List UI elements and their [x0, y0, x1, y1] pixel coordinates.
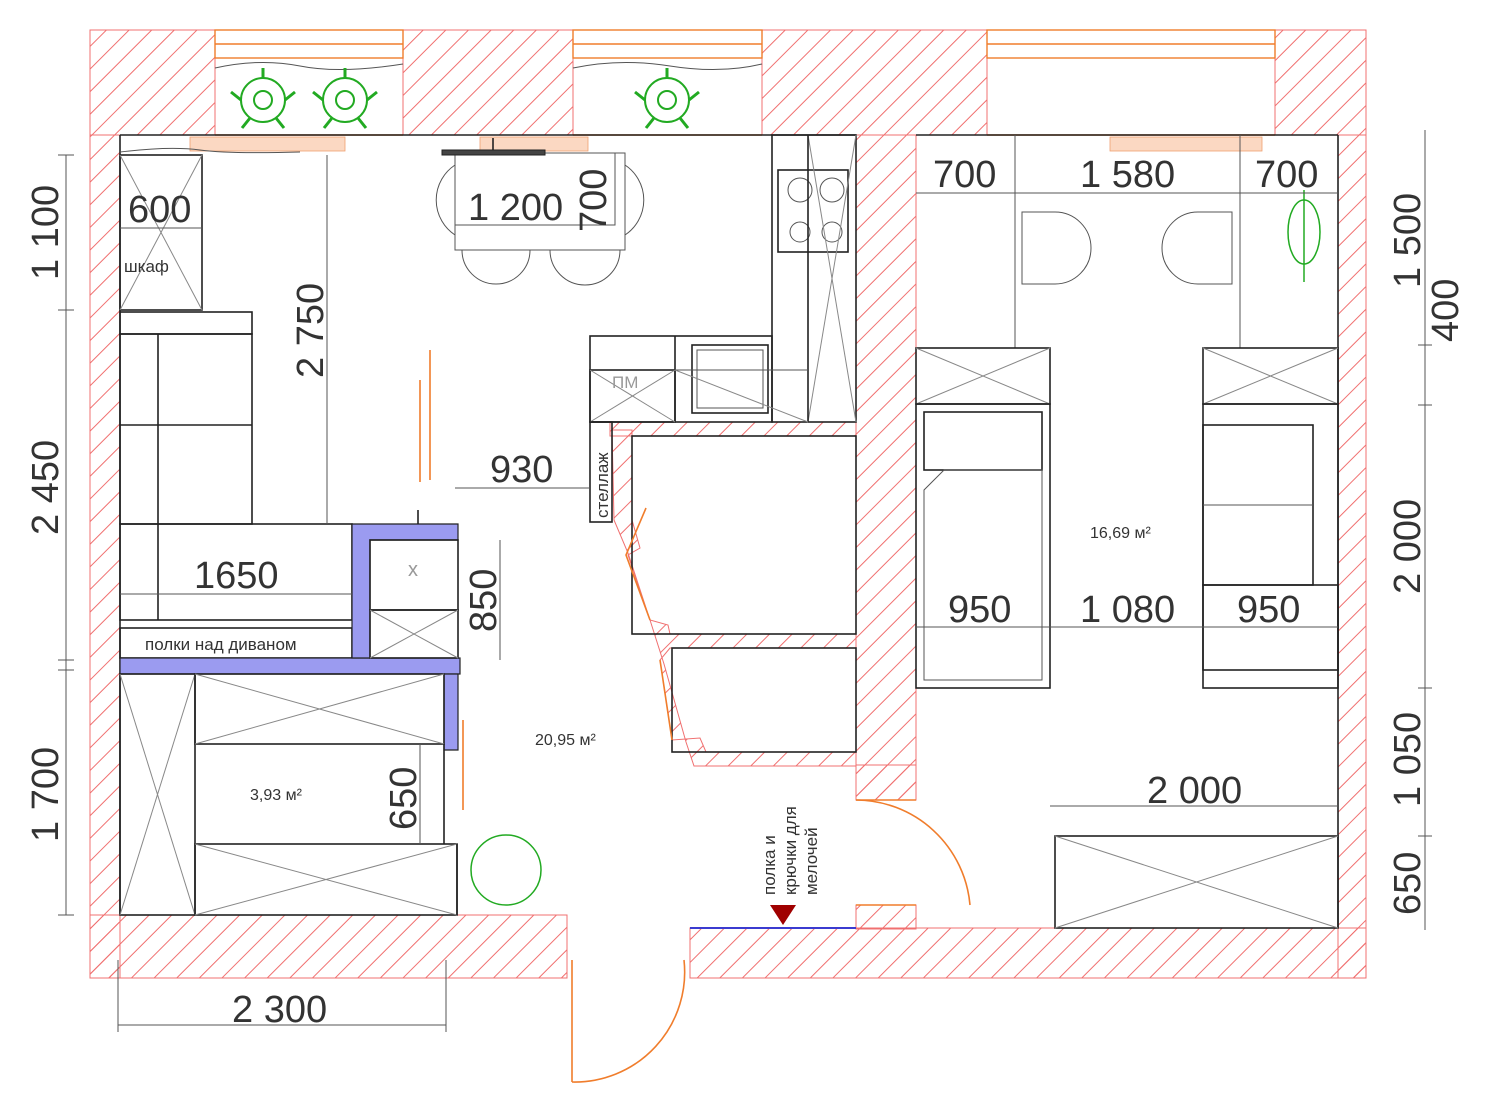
dim-bed-top-3: 700: [1255, 154, 1318, 196]
chair-icon: [435, 164, 456, 236]
chair-icon: [461, 249, 531, 285]
dim-left-3: 1 700: [25, 747, 67, 842]
sink-icon: [691, 344, 769, 414]
dim-2000-bottom: 2 000: [1147, 770, 1242, 812]
living-area: 20,95 м²: [535, 732, 596, 749]
dishwasher-label: ПМ: [612, 373, 638, 392]
plant-icon: [230, 68, 296, 129]
dim-left-1: 1 100: [25, 185, 67, 280]
dim-850: 850: [463, 569, 505, 632]
hooks-label-2: крючки для: [781, 806, 800, 895]
dim-left-2: 2 450: [25, 440, 67, 535]
rack-label: стеллаж: [593, 452, 612, 518]
dim-bottom-1: 2 300: [232, 989, 327, 1031]
dim-table-d: 700: [573, 169, 615, 232]
plant-icon: [312, 68, 378, 129]
chair-icon: [1021, 211, 1092, 285]
storage-area: 3,93 м²: [250, 787, 303, 804]
dim-wardrobe: 600: [128, 189, 191, 231]
dim-right-2: 400: [1425, 279, 1467, 342]
dim-650: 650: [383, 767, 425, 830]
shelves-label: полки над диваном: [145, 635, 297, 654]
dim-bed-top-1: 700: [933, 154, 996, 196]
walls: [89, 29, 1367, 979]
dim-bed-w2: 950: [1237, 589, 1300, 631]
wardrobe: [1054, 835, 1339, 929]
labels: 20,95 м² 16,69 м² 3,93 м² шкаф полки над…: [25, 154, 1467, 1031]
bed: [915, 403, 1051, 689]
marker-icon: [770, 905, 796, 925]
dim-right-5: 650: [1387, 852, 1429, 915]
windows: [189, 29, 1276, 152]
wardrobe-label: шкаф: [124, 257, 169, 276]
round-plant-icon: [470, 834, 542, 906]
chair-icon: [549, 249, 621, 286]
dim-table-w: 1 200: [468, 187, 563, 229]
dim-right-3: 2 000: [1387, 499, 1429, 594]
stove-icon: [777, 169, 849, 253]
storage-room: [119, 673, 542, 916]
plant-icon: [634, 68, 700, 129]
bathroom-rooms: [631, 435, 857, 753]
x-mark: x: [408, 559, 418, 581]
bed: [1202, 403, 1339, 689]
chair-icon: [1161, 211, 1233, 285]
dim-right-4: 1 050: [1387, 712, 1429, 807]
rack: [589, 421, 613, 523]
dining-table: [435, 138, 645, 286]
wardrobe: [119, 147, 301, 311]
dim-930: 930: [490, 449, 553, 491]
doors: [417, 350, 971, 1083]
dimension-lines: [58, 130, 1432, 1032]
hooks-label-3: мелочей: [802, 827, 821, 895]
dim-bed-top-2: 1 580: [1080, 154, 1175, 196]
hooks-label-1: полка и: [760, 835, 779, 895]
sofa: [119, 311, 353, 621]
dim-bed-gap: 1 080: [1080, 589, 1175, 631]
bedroom-area: 16,69 м²: [1090, 525, 1151, 542]
dim-bed-w1: 950: [948, 589, 1011, 631]
kitchen-block: [589, 134, 857, 523]
dim-right-1: 1 500: [1387, 193, 1429, 288]
dim-1650: 1650: [194, 555, 279, 597]
chair-icon: [624, 164, 645, 236]
dim-2750: 2 750: [290, 283, 332, 378]
bedroom: [915, 135, 1339, 929]
